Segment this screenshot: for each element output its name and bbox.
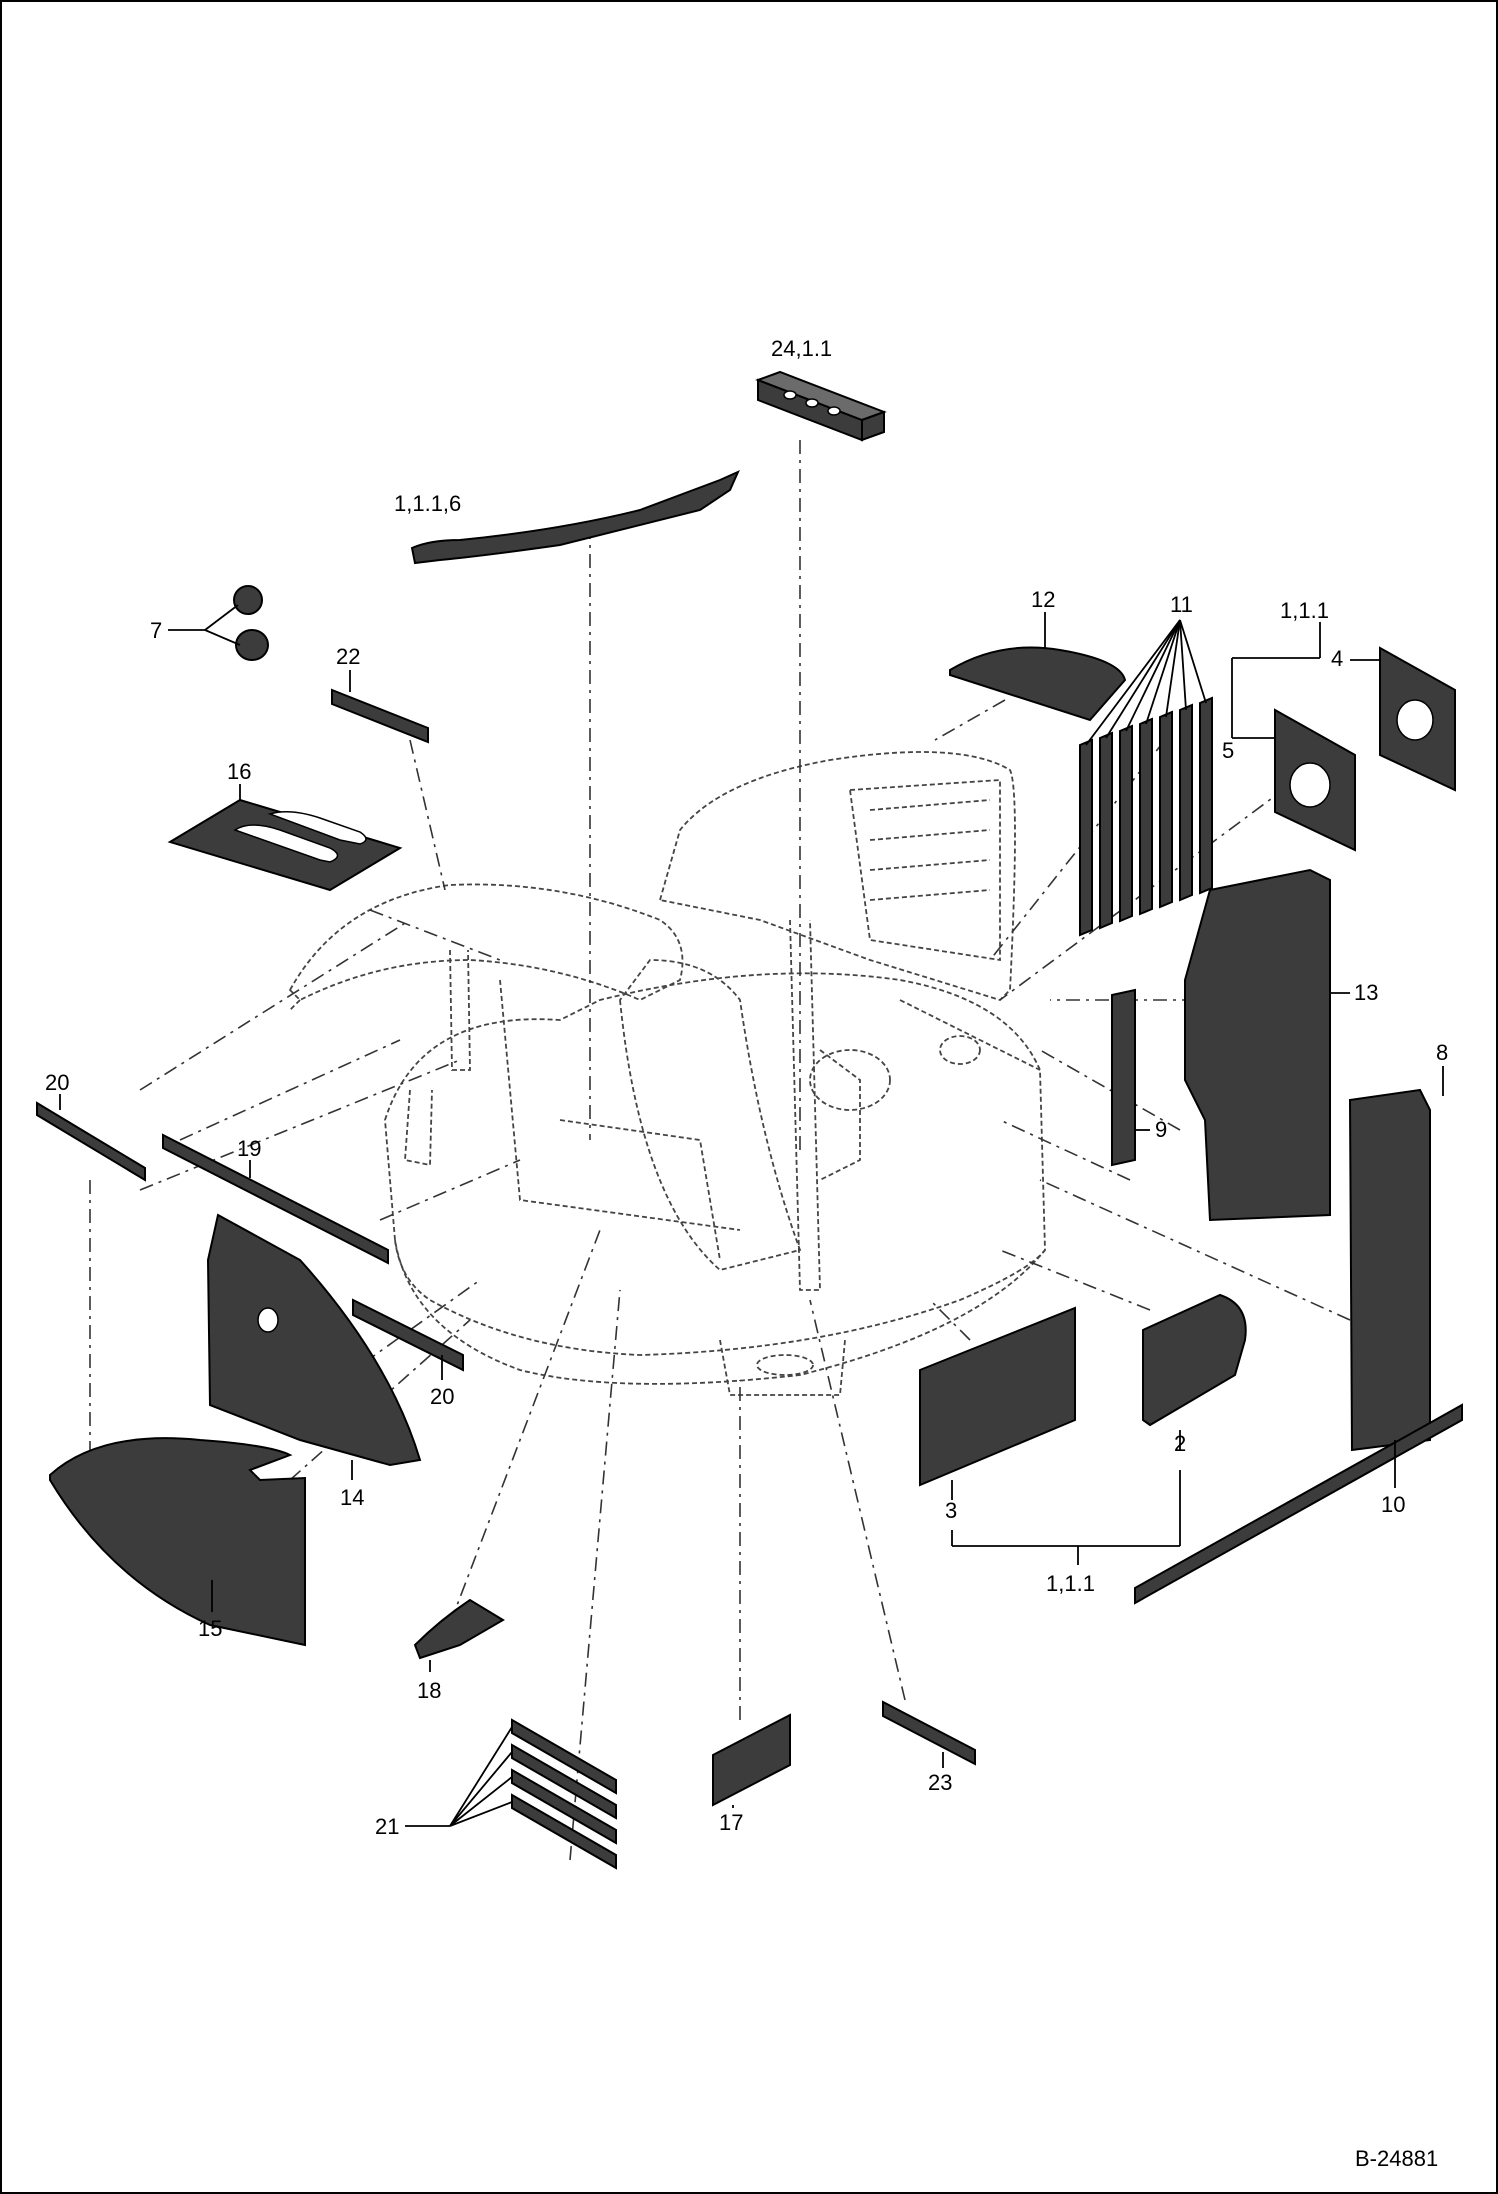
callout-10: 10 [1381, 1492, 1405, 1517]
part-17 [712, 1713, 791, 1807]
part-10 [1134, 1403, 1463, 1605]
part-9 [1111, 988, 1136, 1167]
callout-21: 21 [375, 1814, 399, 1839]
assembly-lines [89, 440, 1351, 1861]
callout-labels: 24,1.1 1,1.1,6 7 22 16 12 11 1,1.1 4 5 1… [45, 336, 1448, 1839]
part-16 [167, 798, 403, 892]
part-18 [413, 1598, 505, 1660]
part-15 [49, 1437, 306, 1647]
callout-24-1-1: 24,1.1 [771, 336, 832, 361]
part-11-strips [1079, 696, 1213, 937]
callout-18: 18 [417, 1678, 441, 1703]
machine-frame-outline [288, 751, 1046, 1396]
callout-15: 15 [198, 1616, 222, 1641]
callout-13: 13 [1354, 980, 1378, 1005]
callout-19: 19 [237, 1136, 261, 1161]
callout-14: 14 [340, 1485, 364, 1510]
part-21-strips [511, 1718, 617, 1870]
part-19 [162, 1133, 389, 1265]
part-1-strip [410, 470, 740, 565]
callout-12: 12 [1031, 587, 1055, 612]
callout-22: 22 [336, 644, 360, 669]
callout-1-1-1-6: 1,1.1,6 [394, 491, 461, 516]
callout-23: 23 [928, 1770, 952, 1795]
part-20-bottom [352, 1298, 464, 1372]
callout-4: 4 [1331, 646, 1343, 671]
callout-3: 3 [945, 1498, 957, 1523]
callout-17: 17 [719, 1810, 743, 1835]
part-13 [1184, 868, 1331, 1222]
part-24 [755, 370, 887, 442]
callout-1-1-1-bottom: 1,1.1 [1046, 1571, 1095, 1596]
callout-20-top: 20 [45, 1070, 69, 1095]
part-20-top [36, 1101, 146, 1182]
callout-9: 9 [1155, 1117, 1167, 1142]
part-14 [206, 1213, 422, 1467]
part-12 [949, 646, 1127, 722]
part-2 [1142, 1293, 1247, 1427]
leader-lines [59, 604, 1444, 1827]
callout-2: 2 [1174, 1431, 1186, 1456]
part-5 [1274, 708, 1356, 852]
callout-5: 5 [1222, 738, 1234, 763]
part-7-grommets [233, 585, 269, 661]
callout-7: 7 [150, 618, 162, 643]
part-8 [1348, 1088, 1431, 1452]
drawing-code: B-24881 [1355, 2146, 1438, 2171]
callout-11: 11 [1170, 592, 1193, 617]
part-4 [1379, 646, 1456, 792]
part-23 [882, 1700, 976, 1766]
callout-8: 8 [1436, 1040, 1448, 1065]
callout-16: 16 [227, 759, 251, 784]
part-22 [331, 688, 429, 744]
part-3 [919, 1306, 1076, 1487]
callout-1-1-1-right: 1,1.1 [1280, 598, 1329, 623]
callout-20-bottom: 20 [430, 1384, 454, 1409]
